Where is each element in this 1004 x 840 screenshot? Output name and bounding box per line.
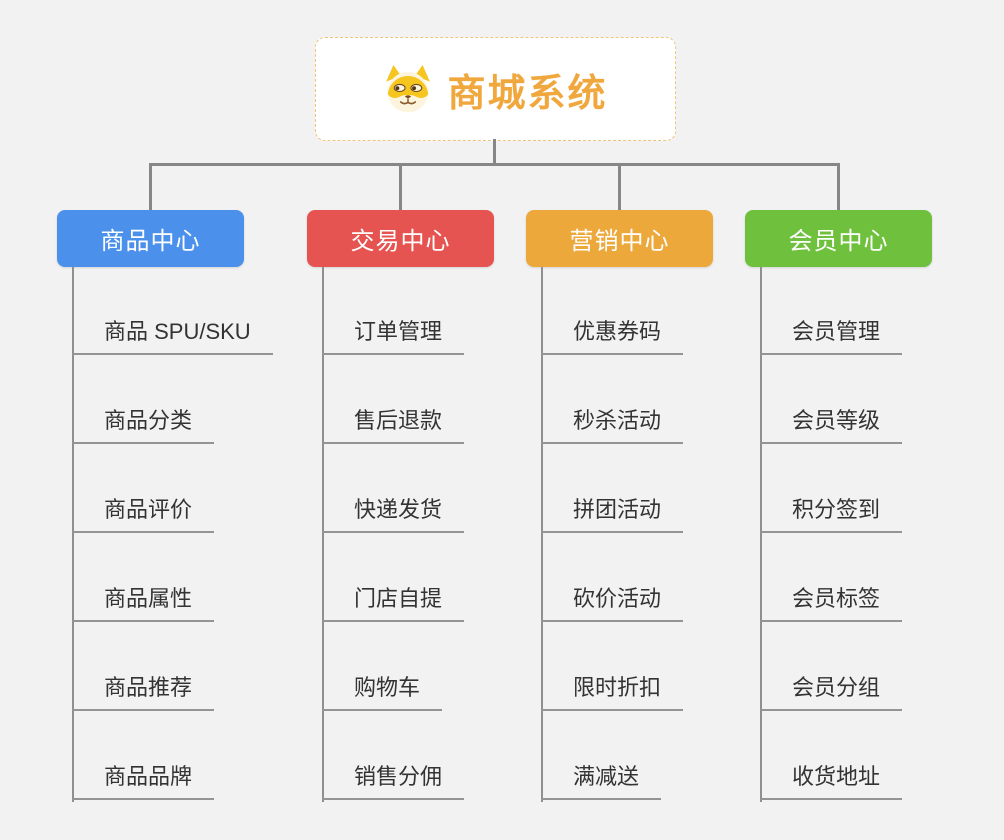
branch-trunk-line [322, 267, 324, 802]
branch-item[interactable]: 购物车 [322, 675, 443, 711]
branch-item[interactable]: 砍价活动 [541, 586, 684, 622]
branch-trunk-line [541, 267, 543, 802]
root-title: 商城系统 [447, 72, 608, 115]
connector-drop-marketing [618, 163, 621, 210]
connector-drop-product [149, 163, 152, 210]
root-node[interactable]: 商城系统 [315, 37, 676, 141]
branch-item[interactable]: 销售分佣 [322, 764, 465, 800]
branch-item[interactable]: 满减送 [541, 764, 662, 800]
connector-root-stub [493, 139, 496, 165]
branch-item[interactable]: 商品属性 [72, 586, 215, 622]
branch-header-member[interactable]: 会员中心 [745, 210, 932, 267]
branch-item[interactable]: 秒杀活动 [541, 408, 684, 444]
branch-item[interactable]: 收货地址 [760, 764, 903, 800]
branch-item[interactable]: 商品分类 [72, 408, 215, 444]
branch-item[interactable]: 会员标签 [760, 586, 903, 622]
branch-item[interactable]: 优惠券码 [541, 319, 684, 355]
branch-item[interactable]: 会员分组 [760, 675, 903, 711]
branch-marketing-center: 营销中心 优惠券码 秒杀活动 拼团活动 砍价活动 限时折扣 满减送 [526, 210, 776, 802]
branch-trunk-line [72, 267, 74, 802]
branch-header-marketing[interactable]: 营销中心 [526, 210, 713, 267]
branch-product-center: 商品中心 商品 SPU/SKU 商品分类 商品评价 商品属性 商品推荐 商品品牌 [57, 210, 307, 802]
connector-drop-member [837, 163, 840, 210]
connector-horizontal-bar [149, 163, 840, 166]
branch-item[interactable]: 积分签到 [760, 497, 903, 533]
branch-trunk-line [760, 267, 762, 802]
branch-header-product[interactable]: 商品中心 [57, 210, 244, 267]
branch-item[interactable]: 门店自提 [322, 586, 465, 622]
branch-trade-center: 交易中心 订单管理 售后退款 快递发货 门店自提 购物车 销售分佣 [307, 210, 557, 802]
branch-item[interactable]: 商品评价 [72, 497, 215, 533]
dog-face-icon [386, 65, 431, 113]
branch-item[interactable]: 售后退款 [322, 408, 465, 444]
branch-member-center: 会员中心 会员管理 会员等级 积分签到 会员标签 会员分组 收货地址 [745, 210, 995, 802]
connector-drop-trade [399, 163, 402, 210]
branch-item[interactable]: 会员管理 [760, 319, 903, 355]
branch-header-trade[interactable]: 交易中心 [307, 210, 494, 267]
branch-item[interactable]: 订单管理 [322, 319, 465, 355]
branch-item[interactable]: 商品 SPU/SKU [72, 319, 273, 355]
branch-item[interactable]: 商品品牌 [72, 764, 215, 800]
branch-item[interactable]: 商品推荐 [72, 675, 215, 711]
branch-item[interactable]: 快递发货 [322, 497, 465, 533]
branch-item[interactable]: 会员等级 [760, 408, 903, 444]
branch-item[interactable]: 拼团活动 [541, 497, 684, 533]
branch-item[interactable]: 限时折扣 [541, 675, 684, 711]
